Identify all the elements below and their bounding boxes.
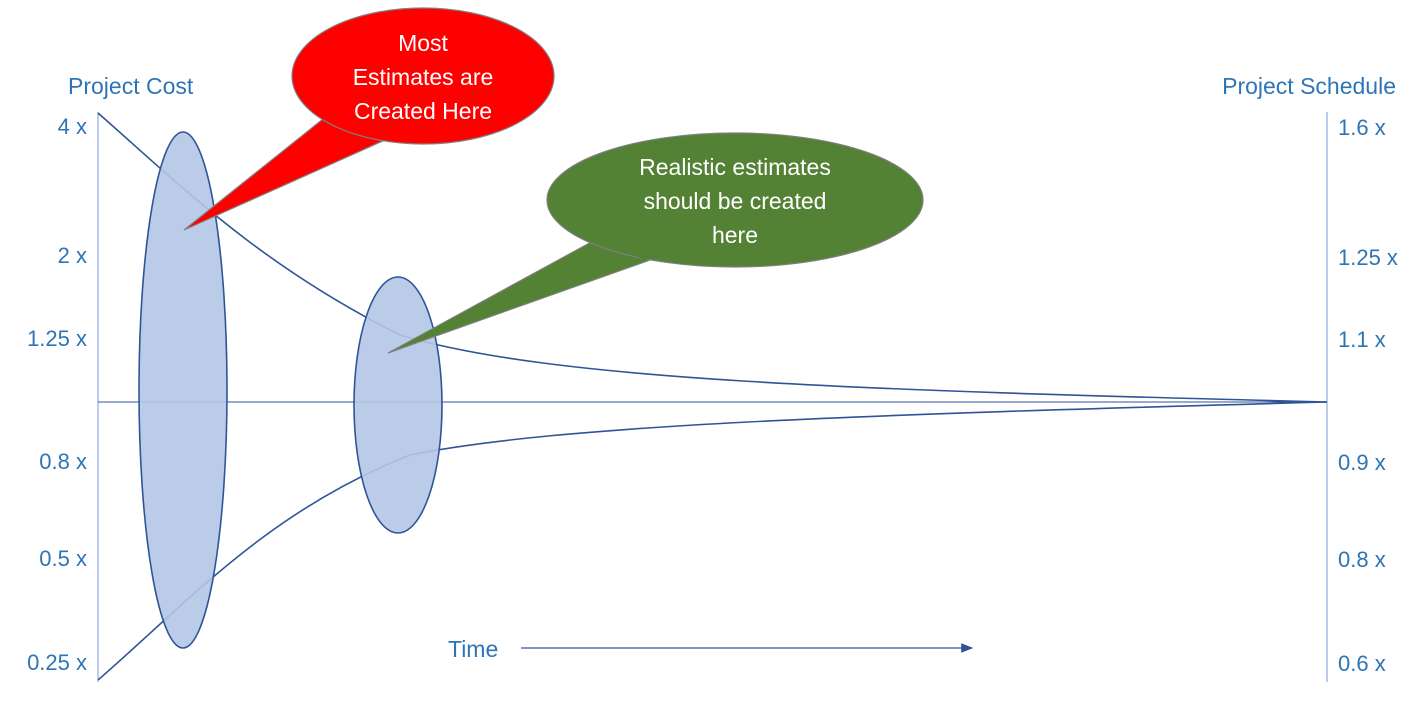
right-tick-label: 1.1 x xyxy=(1338,327,1386,352)
early-callout-line-2: Estimates are xyxy=(353,64,494,90)
right-tick-label: 0.8 x xyxy=(1338,547,1386,572)
left-tick-label: 0.25 x xyxy=(27,650,87,675)
left-tick-label: 1.25 x xyxy=(27,326,87,351)
lower-cone-curve xyxy=(97,401,1328,681)
realistic-callout-bubble xyxy=(546,132,924,268)
right-axis-title: Project Schedule xyxy=(1222,73,1396,99)
realistic-callout-line-2: should be created xyxy=(644,188,827,214)
realistic-phase-ellipse xyxy=(353,276,443,534)
left-tick-label: 2 x xyxy=(58,243,87,268)
right-tick-label: 1.6 x xyxy=(1338,115,1386,140)
left-axis-title: Project Cost xyxy=(68,73,194,99)
realistic-callout-pointer xyxy=(387,239,652,354)
left-tick-label: 0.8 x xyxy=(39,449,87,474)
left-tick-label: 0.5 x xyxy=(39,546,87,571)
right-tick-label: 0.9 x xyxy=(1338,450,1386,475)
realistic-callout-line-3: here xyxy=(712,222,758,248)
early-estimate-callout: Most Estimates are Created Here xyxy=(183,7,555,231)
realistic-callout-line-1: Realistic estimates xyxy=(639,154,831,180)
left-tick-label: 4 x xyxy=(58,114,87,139)
early-phase-ellipse xyxy=(138,131,228,649)
realistic-estimate-callout: Realistic estimates should be created he… xyxy=(387,132,924,354)
early-callout-line-1: Most xyxy=(398,30,448,56)
right-tick-label: 0.6 x xyxy=(1338,651,1386,676)
early-callout-bubble xyxy=(291,7,555,145)
early-callout-line-3: Created Here xyxy=(354,98,492,124)
time-label: Time xyxy=(448,636,498,662)
right-tick-label: 1.25 x xyxy=(1338,245,1398,270)
